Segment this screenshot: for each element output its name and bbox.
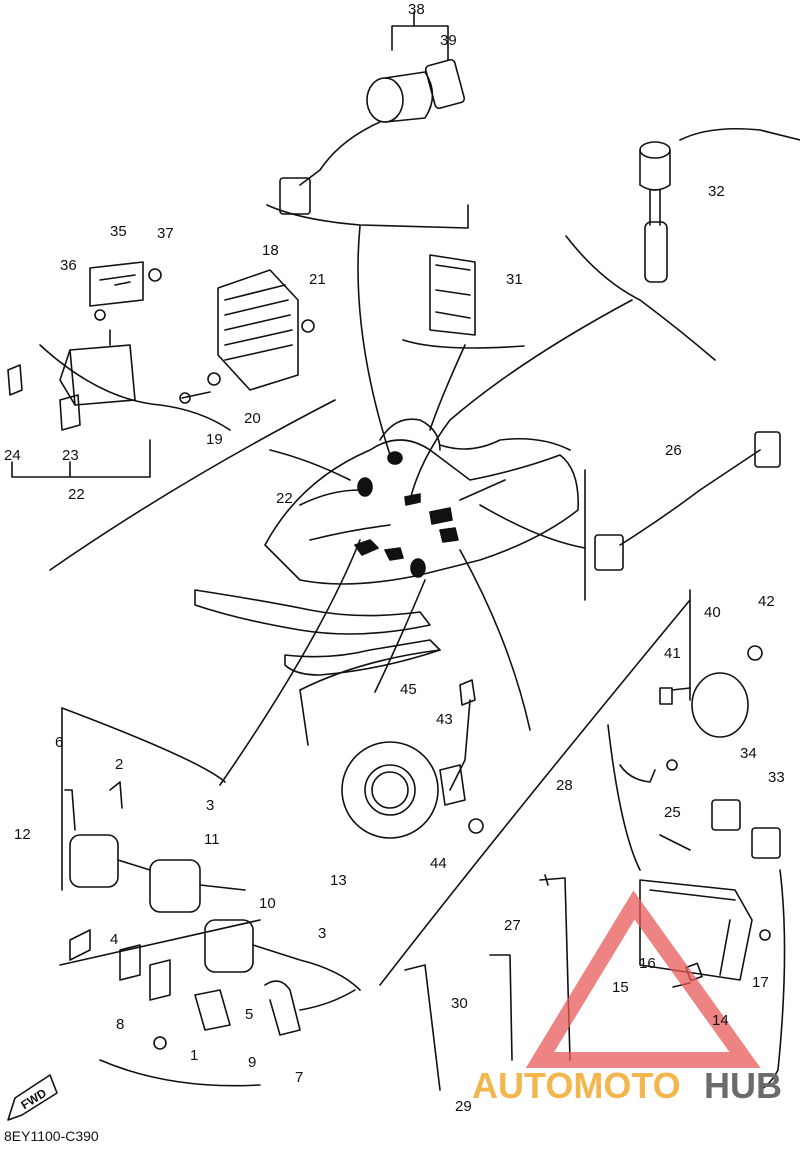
callout-14: 14 xyxy=(712,1012,729,1029)
cdi-unit-drawing xyxy=(379,589,786,1091)
callout-6: 6 xyxy=(55,734,64,751)
callout-3-bottom: 3 xyxy=(318,925,327,942)
callout-28: 28 xyxy=(556,777,573,794)
main-switch-drawing xyxy=(266,11,469,229)
callout-42: 42 xyxy=(758,593,775,610)
callout-32: 32 xyxy=(708,183,725,200)
callout-13: 13 xyxy=(330,872,347,889)
callout-36: 36 xyxy=(60,257,77,274)
callout-9: 9 xyxy=(248,1054,257,1071)
callout-43: 43 xyxy=(436,711,453,728)
callout-15: 15 xyxy=(612,979,629,996)
callout-45: 45 xyxy=(400,681,417,698)
callout-11: 11 xyxy=(204,831,220,848)
callout-25: 25 xyxy=(664,804,681,821)
callout-29: 29 xyxy=(455,1098,472,1115)
regulator-drawing xyxy=(179,269,315,404)
callout-7: 7 xyxy=(295,1069,304,1086)
callout-40: 40 xyxy=(704,604,721,621)
callout-3-top: 3 xyxy=(206,797,215,814)
callout-12: 12 xyxy=(14,826,31,843)
diagram-code: 8EY1100-C390 xyxy=(4,1128,99,1144)
callout-1: 1 xyxy=(190,1047,199,1064)
callout-27: 27 xyxy=(504,917,521,934)
callout-39: 39 xyxy=(440,32,457,49)
callout-41: 41 xyxy=(664,645,681,662)
stator-drawing xyxy=(341,679,484,839)
callout-10: 10 xyxy=(259,895,276,912)
callout-22-fuse: 22 xyxy=(68,486,85,503)
callout-2: 2 xyxy=(115,756,124,773)
watermark-text-dark: HUB xyxy=(704,1065,782,1106)
callout-8: 8 xyxy=(116,1016,125,1033)
coupler-31-drawing xyxy=(402,254,525,349)
ignition-coils-drawing xyxy=(59,649,441,1087)
harness-26-drawing xyxy=(584,431,781,601)
callout-24: 24 xyxy=(4,447,21,464)
callout-16: 16 xyxy=(639,955,656,972)
callout-20: 20 xyxy=(244,410,261,427)
callout-30: 30 xyxy=(451,995,468,1012)
callout-19: 19 xyxy=(206,431,223,448)
callout-26: 26 xyxy=(665,442,682,459)
watermark-text-main: AUTOMOTO xyxy=(472,1065,681,1106)
leader-lines xyxy=(219,225,633,786)
fwd-arrow-drawing xyxy=(7,1074,58,1121)
callout-34: 34 xyxy=(740,745,757,762)
fuse-box-drawing xyxy=(7,261,336,571)
watermark-triangle xyxy=(525,890,761,1068)
callout-5: 5 xyxy=(245,1006,254,1023)
callout-33: 33 xyxy=(768,769,785,786)
callout-35: 35 xyxy=(110,223,127,240)
callout-44: 44 xyxy=(430,855,447,872)
callout-4: 4 xyxy=(110,931,119,948)
sensor-32-drawing xyxy=(565,127,800,361)
callout-22-body: 22 xyxy=(276,490,293,507)
callout-21: 21 xyxy=(309,271,326,288)
callout-18: 18 xyxy=(262,242,279,259)
callout-23: 23 xyxy=(62,447,79,464)
callout-31: 31 xyxy=(506,271,523,288)
callout-37: 37 xyxy=(157,225,174,242)
snowmobile-drawing xyxy=(194,418,579,676)
callout-38: 38 xyxy=(408,1,425,18)
callout-17: 17 xyxy=(752,974,769,991)
